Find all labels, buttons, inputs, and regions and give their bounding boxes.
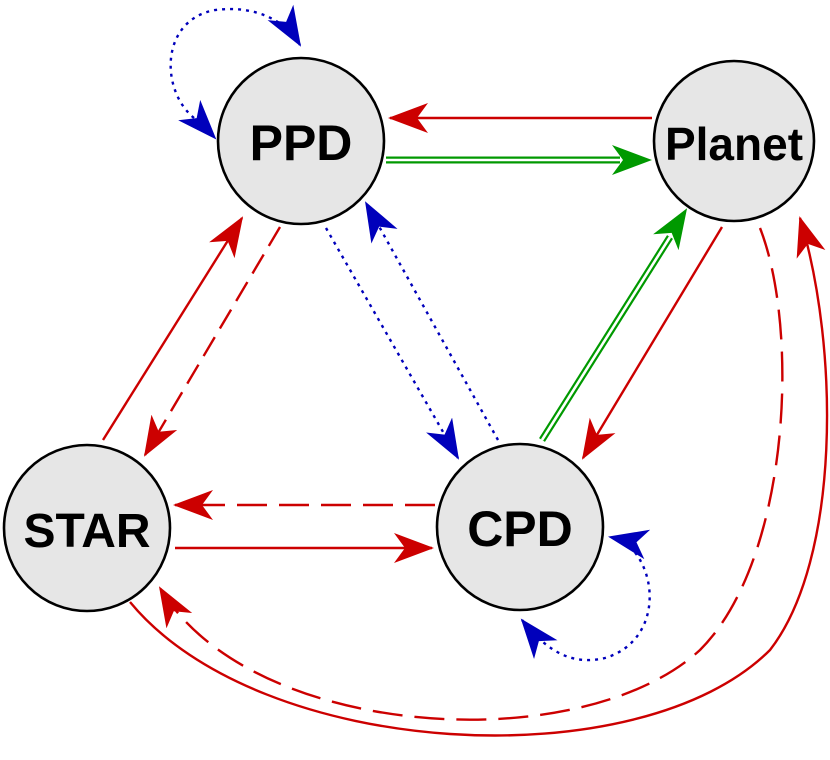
edge-ppd-to-star [143,226,282,457]
node-planet: Planet [652,59,816,223]
node-planet-circle [652,59,816,223]
edge-star-to-planet [129,216,829,737]
edge-cpd-to-planet [539,208,688,442]
node-star-circle [2,443,172,613]
edges [101,4,829,737]
edge-ppd-self-loop-return-head [178,99,217,140]
edge-planet-to-cpd [581,226,724,460]
node-planet-label: Planet [665,118,803,170]
edge-ppd-to-cpd [324,227,460,460]
edge-cpd-to-ppd [364,201,500,441]
node-ppd-circle [216,56,386,226]
edge-planet-to-star [158,227,784,721]
edge-cpd-self-loop [520,535,651,662]
node-star: STAR [2,443,172,613]
node-cpd: CPD [435,442,605,612]
node-star-label: STAR [23,505,150,558]
node-cpd-label: CPD [467,501,573,557]
edge-star-to-ppd [101,216,244,441]
edge-cpd-self-loop-return-head [608,529,651,560]
node-ppd: PPD [216,56,386,226]
node-cpd-circle [435,442,605,612]
node-ppd-label: PPD [250,115,353,171]
